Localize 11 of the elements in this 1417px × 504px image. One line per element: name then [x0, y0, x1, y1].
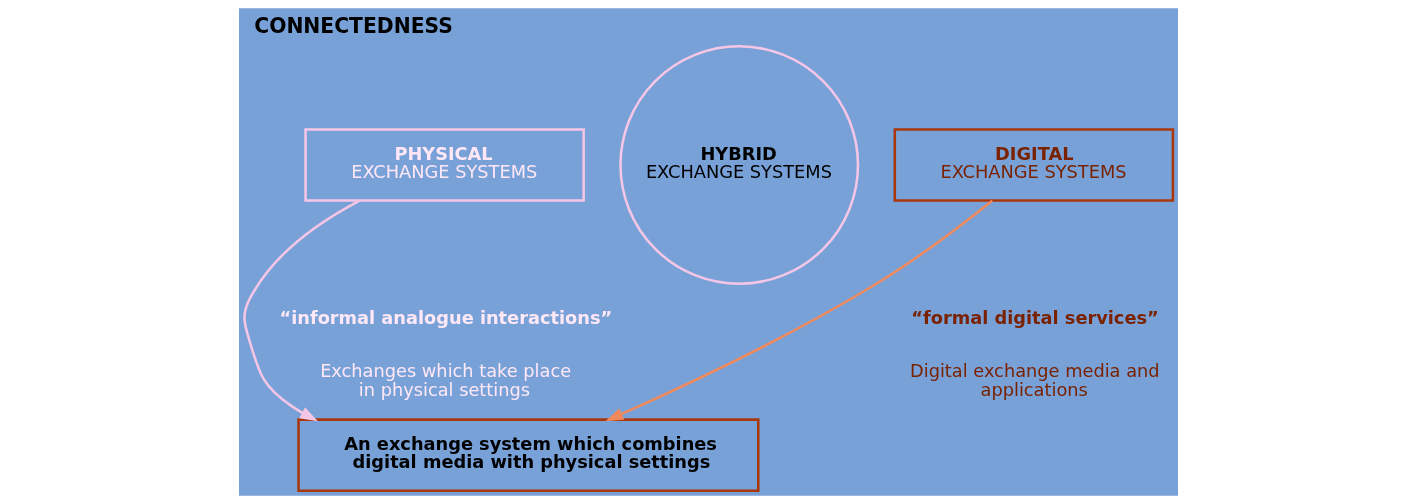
arrow: [243, 199, 360, 422]
arrow: [605, 199, 994, 422]
label: Digital exchange media and applications: [910, 360, 1160, 400]
label: “informal analogue interactions”: [279, 308, 613, 329]
node-box: PHYSICAL EXCHANGE SYSTEMS: [304, 128, 585, 202]
node-circle: HYBRID EXCHANGE SYSTEMS: [619, 45, 860, 285]
diagram-title: CONNECTEDNESS: [254, 14, 453, 39]
label: “formal digital services”: [911, 308, 1159, 329]
label: Exchanges which take place in physical settings: [320, 360, 572, 400]
node-box: DIGITAL EXCHANGE SYSTEMS: [893, 128, 1175, 202]
node-box: An exchange system which combines digital media with physical settings: [297, 418, 760, 492]
